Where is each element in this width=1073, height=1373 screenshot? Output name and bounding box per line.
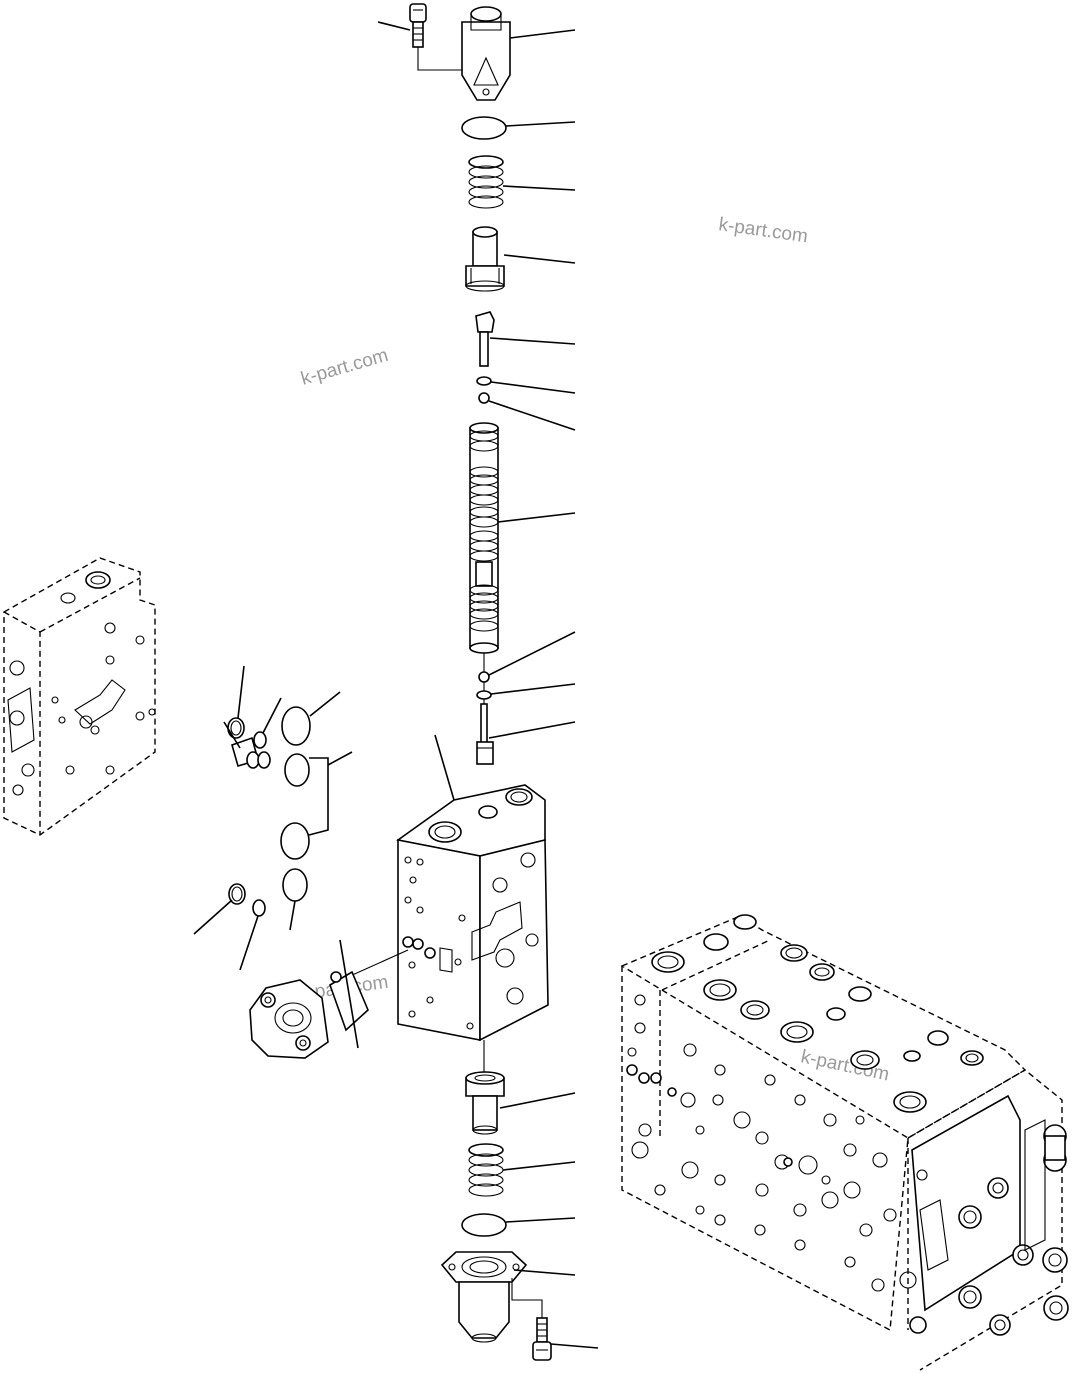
leader-o-ring-left-1 — [262, 697, 282, 734]
leader-o-ring-small-upper — [490, 381, 576, 394]
pin-stopper — [475, 311, 495, 367]
leader-plug-small-left — [223, 721, 241, 749]
leader-backup-ring-1 — [237, 665, 245, 719]
spool — [469, 422, 499, 654]
leader-valve-body — [434, 734, 455, 801]
leader-bolt-link-lower — [511, 1278, 543, 1318]
leader-bracket-o-rings — [308, 757, 329, 836]
leader-backup-ring-2 — [193, 899, 233, 935]
o-ring-large-1 — [281, 706, 311, 746]
ball-lower — [478, 671, 490, 683]
o-ring-left-1 — [253, 731, 267, 749]
spring-lower — [468, 1143, 504, 1197]
leader-spool — [497, 512, 576, 523]
watermark-lower-right: k-part.com — [799, 1046, 891, 1085]
control-valve-assembly — [620, 914, 1069, 1371]
o-ring-large-2 — [284, 753, 310, 787]
spring-upper — [468, 155, 504, 209]
leader-o-rings-group — [327, 751, 353, 766]
o-ring-large-3 — [280, 822, 310, 860]
leader-o-ring-small-lower — [490, 683, 576, 695]
watermark-mid-left: k-part.com — [299, 345, 391, 390]
gasket-plate — [329, 970, 369, 1032]
leader-bolt-link — [417, 47, 470, 71]
leader-bolt-top — [377, 21, 411, 31]
o-ring-upper — [461, 116, 507, 140]
leader-o-ring-lower — [505, 1217, 576, 1223]
o-ring-lower — [461, 1213, 507, 1237]
reference-section-left — [3, 557, 156, 836]
leader-ball-upper — [488, 400, 576, 431]
retainer-upper — [465, 226, 505, 292]
leader-cap-lower — [513, 1269, 576, 1276]
leader-bolt-lower — [550, 1343, 599, 1349]
o-ring-small-lower — [476, 690, 492, 700]
o-ring-large-4 — [282, 868, 308, 902]
cap-top — [461, 6, 511, 101]
check-valve-cover — [249, 979, 329, 1059]
leader-spring-lower — [502, 1161, 576, 1171]
leader-ball-lower — [488, 631, 576, 676]
retainer-lower — [465, 1071, 505, 1135]
o-ring-left-2 — [252, 899, 266, 917]
leader-o-ring-upper — [505, 121, 576, 127]
valve-section-body — [396, 784, 549, 1042]
leader-o-ring-large-1 — [309, 691, 341, 717]
leader-retainer-upper — [503, 254, 576, 264]
ball-upper — [478, 392, 490, 404]
leader-plug-pin — [488, 721, 576, 739]
leader-pin-stopper — [489, 337, 576, 345]
o-ring-small-upper — [476, 376, 492, 386]
bolt-top — [409, 3, 427, 48]
leader-retainer-lower — [499, 1092, 576, 1109]
leader-cap-top — [509, 29, 576, 39]
leader-o-ring-left-2 — [239, 915, 259, 971]
leader-gasket-plate — [339, 939, 359, 1049]
watermark-top-right: k-part.com — [717, 214, 809, 247]
cap-lower — [440, 1251, 528, 1343]
leader-o-ring-large-4 — [289, 900, 296, 931]
plug-pin — [476, 703, 494, 765]
leader-spring-upper — [502, 185, 576, 191]
bolt-lower — [532, 1317, 552, 1361]
